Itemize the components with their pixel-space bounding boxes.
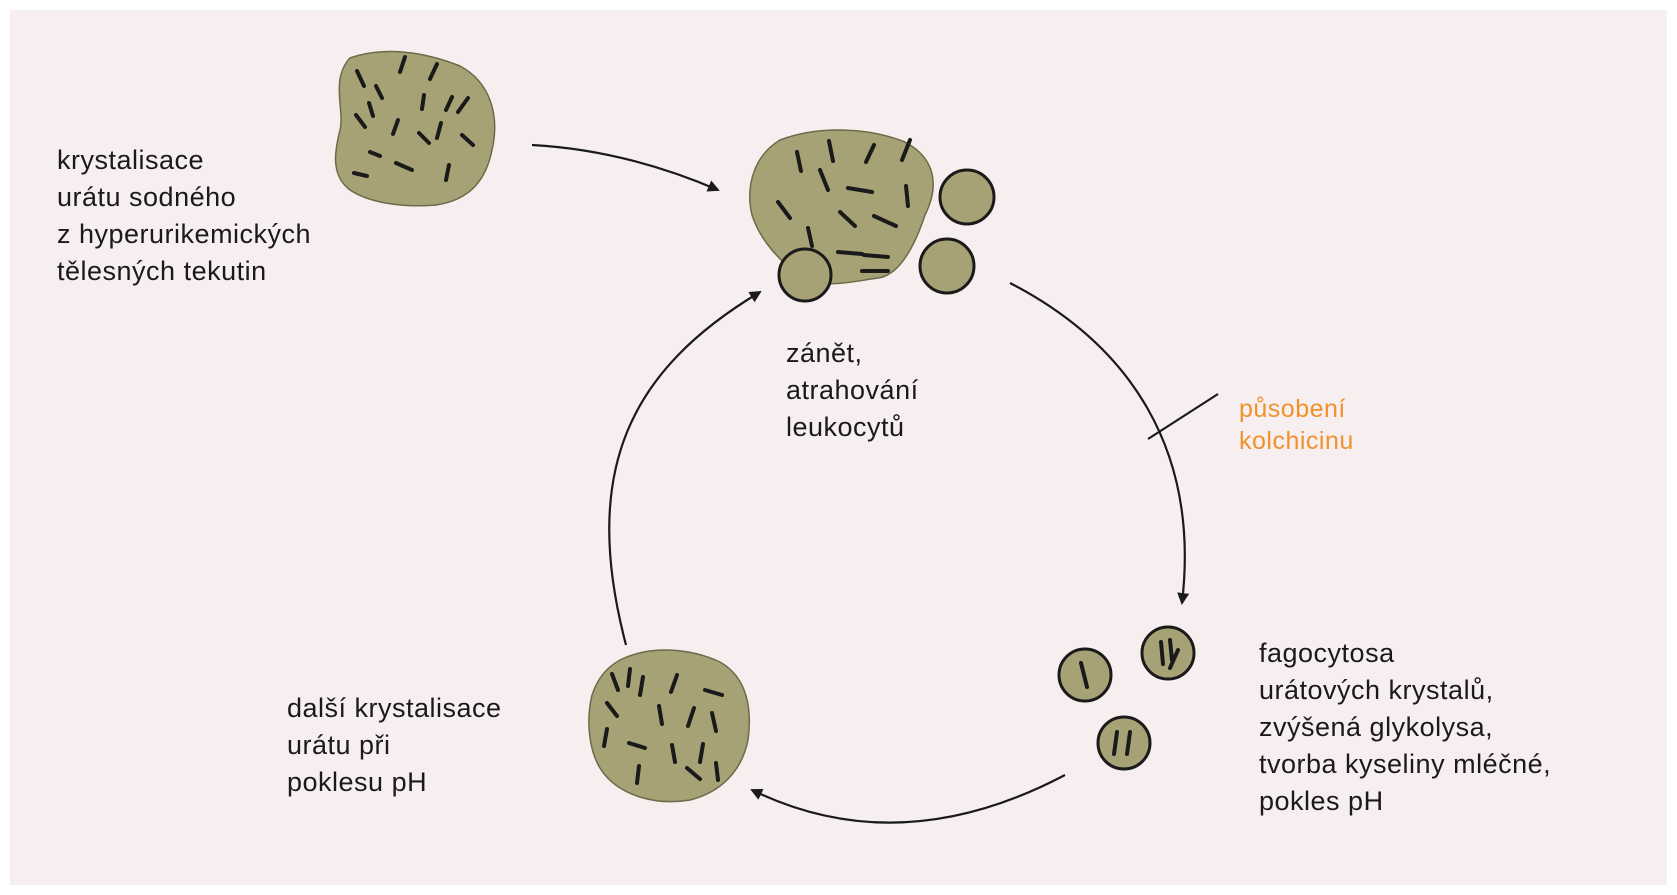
arrow-inflammation-to-phagocytosis xyxy=(1010,283,1185,603)
label-further-crystallisation: další krystalisace urátu při poklesu pH xyxy=(287,690,502,801)
label-phagocytosis-line-5: pokles pH xyxy=(1259,783,1551,820)
label-further-crystallisation-line-2: urátu při xyxy=(287,727,502,764)
leukocyte-bottom-left xyxy=(779,249,831,301)
label-phagocytosis: fagocytosa urátových krystalů, zvýšená g… xyxy=(1259,635,1551,820)
label-inflammation: zánět, atrahování leukocytů xyxy=(786,335,919,446)
arrow-further-crystallisation-to-inflammation xyxy=(609,292,760,645)
leukocyte-top-right xyxy=(940,170,994,224)
inflamed-deposit-top-center xyxy=(750,130,933,284)
label-further-crystallisation-line-1: další krystalisace xyxy=(287,690,502,727)
label-crystallisation-line-3: z hyperurikemických xyxy=(57,216,311,253)
phagocyte-bottom xyxy=(1098,717,1150,769)
label-inflammation-line-2: atrahování xyxy=(786,372,919,409)
phagocyte-top-right xyxy=(1142,627,1194,679)
label-crystallisation-line-2: urátu sodného xyxy=(57,179,311,216)
urate-deposit-top-left xyxy=(336,52,495,206)
label-phagocytosis-line-3: zvýšená glykolysa, xyxy=(1259,709,1551,746)
label-inflammation-line-1: zánět, xyxy=(786,335,919,372)
colchicine-inhibition-bar xyxy=(1148,394,1218,439)
arrow-phagocytosis-to-further-crystallisation xyxy=(752,775,1065,823)
leukocyte-bottom-right xyxy=(920,239,974,293)
label-phagocytosis-line-2: urátových krystalů, xyxy=(1259,672,1551,709)
phagocyte-left xyxy=(1059,649,1111,701)
label-phagocytosis-line-1: fagocytosa xyxy=(1259,635,1551,672)
arrow-crystallisation-to-inflammation xyxy=(532,145,718,190)
label-crystallisation-line-4: tělesných tekutin xyxy=(57,253,311,290)
label-inflammation-line-3: leukocytů xyxy=(786,409,919,446)
label-colchicine-line-1: působení xyxy=(1239,393,1354,425)
label-colchicine-inhibitor: působení kolchicinu xyxy=(1239,393,1354,457)
label-further-crystallisation-line-3: poklesu pH xyxy=(287,764,502,801)
label-phagocytosis-line-4: tvorba kyseliny mléčné, xyxy=(1259,746,1551,783)
urate-deposit-bottom-left xyxy=(589,650,749,802)
label-crystallisation: krystalisace urátu sodného z hyperurikem… xyxy=(57,142,311,290)
label-colchicine-line-2: kolchicinu xyxy=(1239,425,1354,457)
label-crystallisation-line-1: krystalisace xyxy=(57,142,311,179)
